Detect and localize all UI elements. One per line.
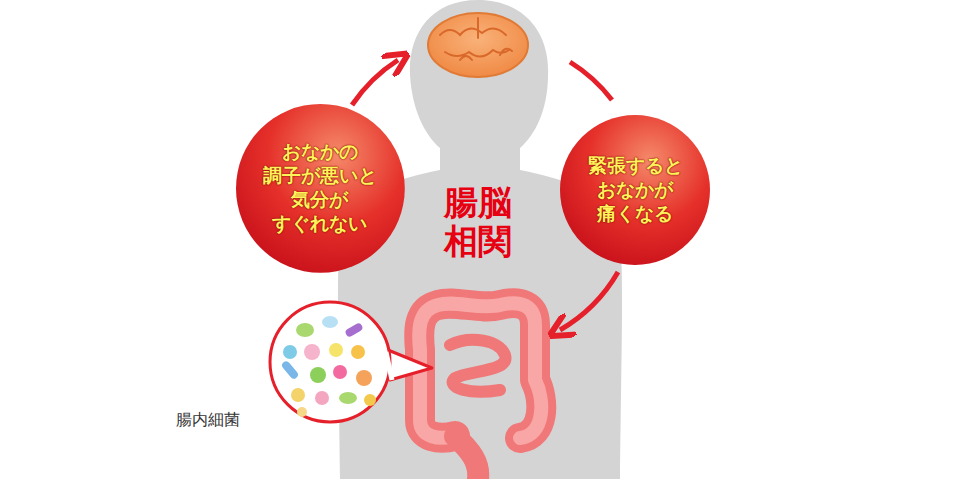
bacteria <box>281 316 376 417</box>
cycle-arrow <box>352 60 398 105</box>
intestine <box>419 303 541 479</box>
bacteria-callout <box>270 302 432 422</box>
cycle-arrow <box>570 62 612 100</box>
node-text: おなかの 調子が悪いと 気分が すぐれない <box>260 140 380 235</box>
circle-node: おなかの 調子が悪いと 気分が すぐれない <box>236 104 405 273</box>
cycle-arrow <box>560 272 618 330</box>
part-label: 腸内細菌 <box>176 410 240 431</box>
node-text: 緊張すると おなかが 痛くなる <box>585 154 686 225</box>
center-title: 腸脳相関 <box>443 183 513 261</box>
circle-node: 緊張すると おなかが 痛くなる <box>560 115 710 265</box>
brain <box>428 13 528 77</box>
